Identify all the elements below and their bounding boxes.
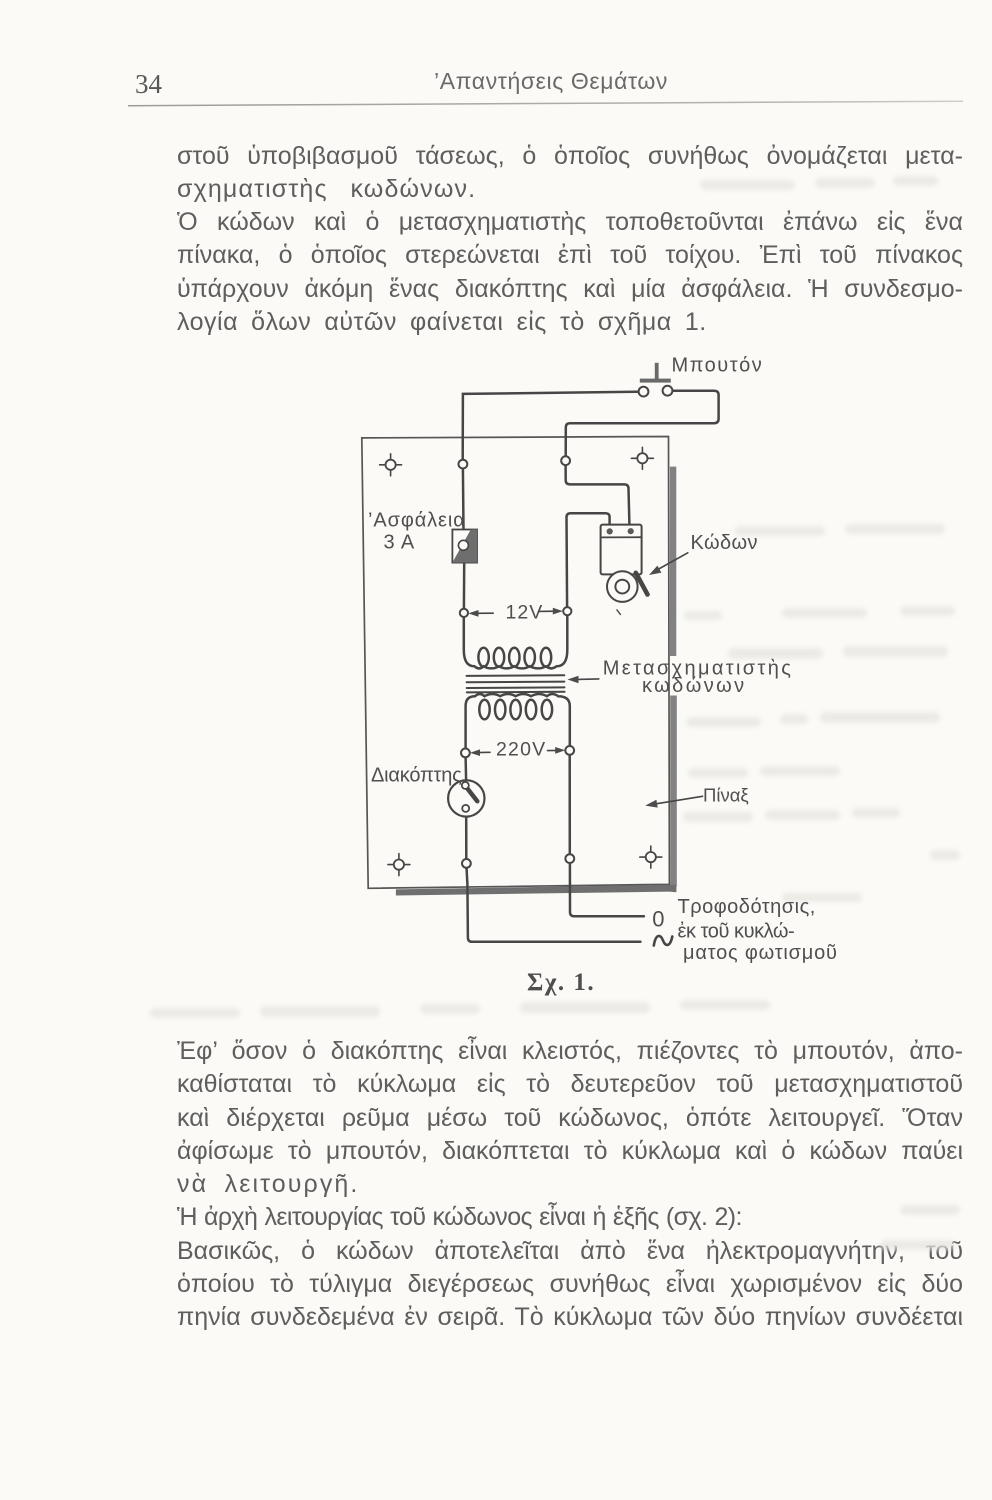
- svg-text:ματος φωτισμοῦ: ματος φωτισμοῦ: [683, 942, 838, 964]
- svg-text:Πίναξ: Πίναξ: [703, 785, 749, 806]
- svg-text:Μπουτόν: Μπουτόν: [672, 355, 764, 377]
- svg-text:Μετασχηματιστὴς: Μετασχηματιστὴς: [603, 658, 793, 680]
- svg-text:Κώδων: Κώδων: [691, 532, 758, 554]
- svg-text:κωδώνων: κωδώνων: [642, 675, 747, 697]
- svg-text:ἐκ τοῦ κυκλώ-: ἐκ τοῦ κυκλώ-: [678, 921, 795, 943]
- svg-text:Διακόπτης: Διακόπτης: [371, 765, 462, 787]
- svg-text:0: 0: [652, 907, 664, 932]
- svg-text:3 Α: 3 Α: [384, 532, 416, 554]
- svg-text:220V: 220V: [496, 739, 546, 761]
- svg-text:12V: 12V: [506, 602, 544, 624]
- svg-text:Τροφοδότησις,: Τροφοδότησις,: [678, 896, 816, 918]
- svg-text:’Ασφάλεια: ’Ασφάλεια: [368, 510, 466, 532]
